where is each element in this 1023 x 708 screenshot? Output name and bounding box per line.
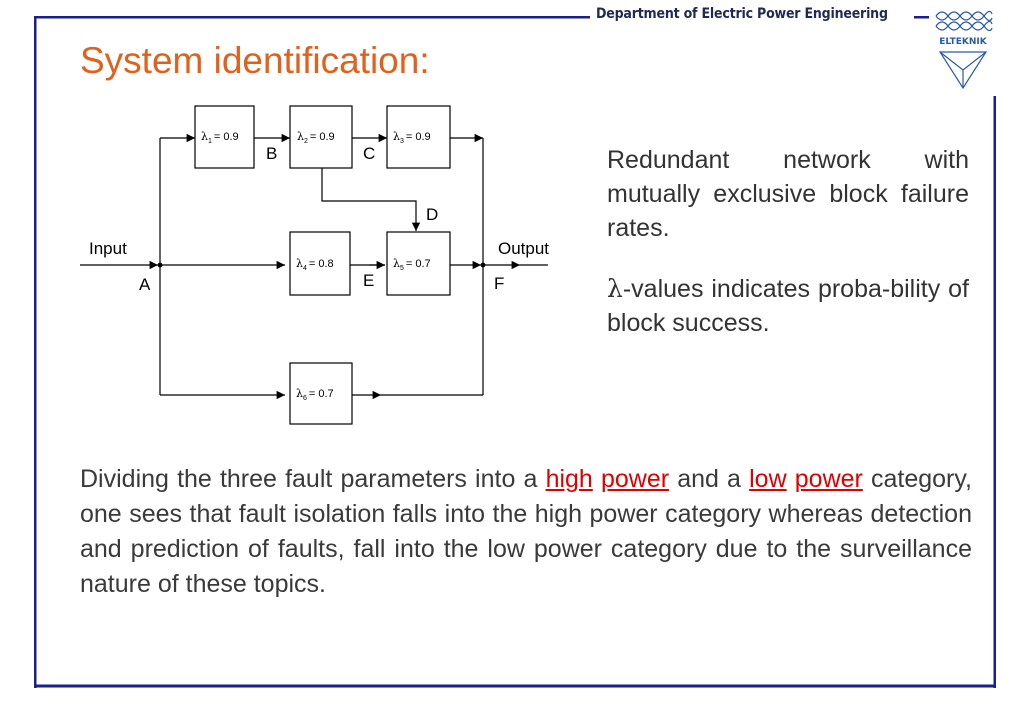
slide-frame [34,16,996,688]
input-label: Input [89,239,127,258]
junction-f [480,262,486,268]
node-e-label: E [363,271,374,290]
slide-title: System identification: [80,40,430,81]
block-2-label: λ2= 0.9 [297,130,335,145]
node-b-label: B [266,144,277,163]
block-6-label: λ6= 0.7 [296,387,334,402]
output-label: Output [498,239,549,258]
node-a-label: A [139,275,151,294]
keyword-high: high [545,465,593,493]
block-lambda-3 [386,105,451,169]
description-paragraph-2: λ-values indicates proba-bility of block… [607,274,969,337]
keyword-low: low [749,465,787,493]
lambda-symbol: λ [607,274,623,303]
node-f-label: F [494,274,504,293]
block-lambda-6 [289,362,353,425]
elteknik-logo: ELTEKNIK [935,10,993,90]
block-lambda-1 [194,105,255,169]
block-3-label: λ3= 0.9 [393,130,431,145]
block-4-label: λ4= 0.8 [296,257,334,272]
keyword-power-1: power [600,465,670,493]
keyword-power-2: power [794,465,863,493]
body-paragraph: Dividing the three fault parameters into… [80,465,972,598]
description-paragraph-1: Redundant network with mutually exclusiv… [607,146,969,242]
department-header: Department of Electric Power Engineering [596,6,888,22]
logo-text: ELTEKNIK [939,37,988,47]
block-lambda-5 [386,231,451,296]
reliability-block-diagram: λ1= 0.9 λ2= 0.9 λ3= 0.9 λ4= 0.8 λ5= 0.7 … [80,105,549,425]
diagram-description: Redundant network with mutually exclusiv… [607,143,969,340]
node-c-label: C [363,144,375,163]
block-1-label: λ1= 0.9 [201,130,239,145]
block-lambda-4 [289,231,351,296]
junction-a [157,262,163,268]
block-lambda-2 [289,105,353,169]
node-d-label: D [426,205,438,224]
block-5-label: λ5= 0.7 [393,257,431,272]
